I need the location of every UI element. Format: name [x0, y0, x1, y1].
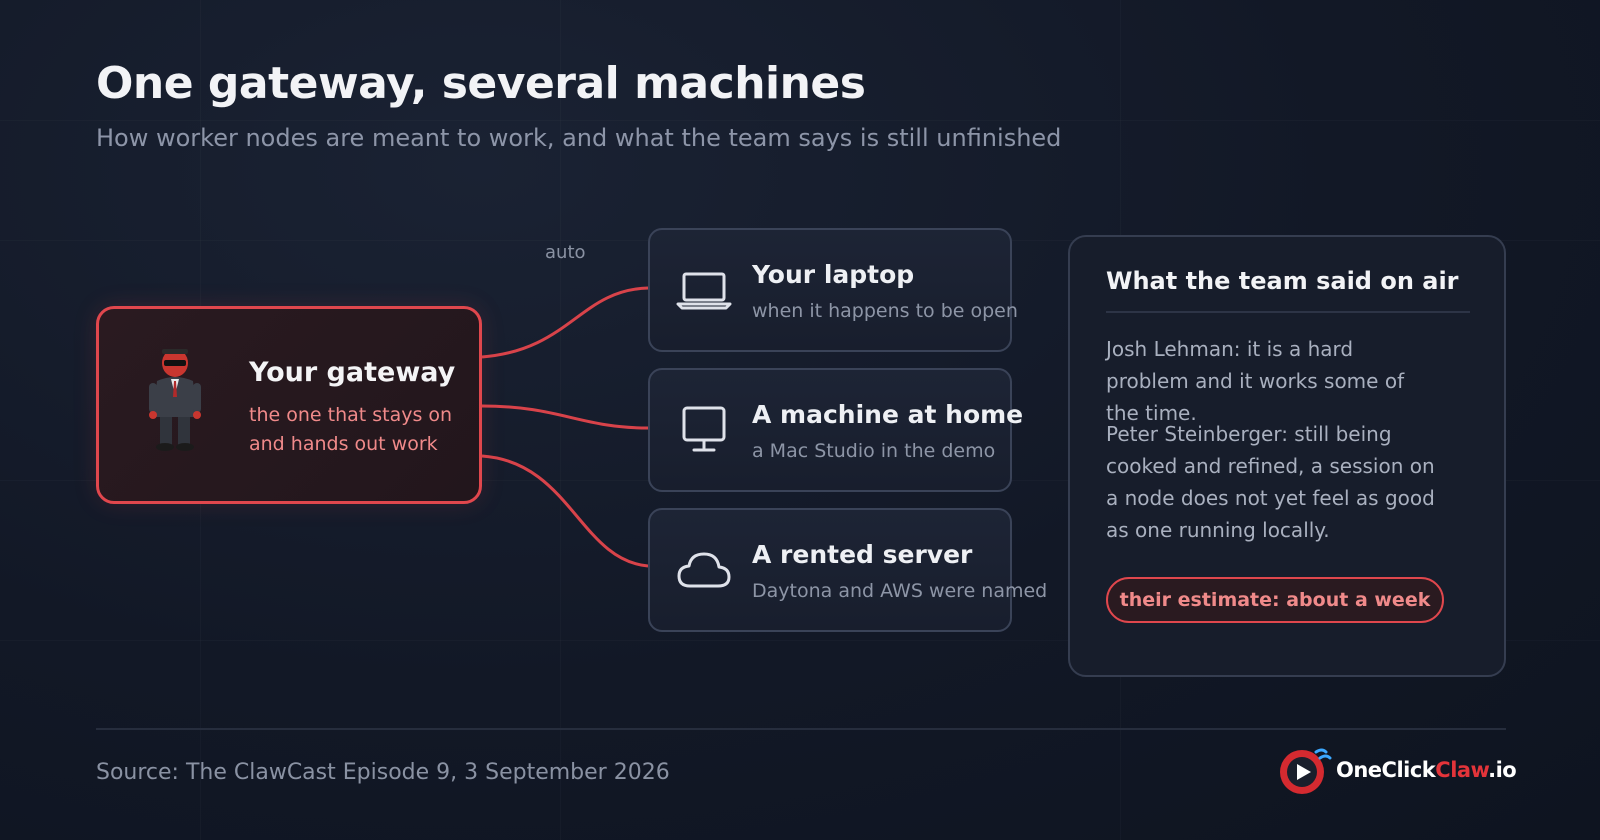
node-card-server: A rented server Daytona and AWS were nam… [648, 508, 1047, 632]
logo-wordmark: OneClickClaw.io [1336, 758, 1517, 782]
logo-claw-icon [1280, 748, 1332, 794]
node-description: a Mac Studio in the demo [752, 440, 996, 462]
monitor-icon [682, 406, 726, 452]
node-title: A rented server [752, 540, 973, 569]
gateway-description: the one that stays on and hands out work [249, 404, 453, 455]
logo-text-part: .io [1488, 758, 1517, 782]
connector-home [481, 404, 649, 430]
gateway-title: Your gateway [249, 357, 456, 388]
quote-card-divider [1106, 311, 1470, 313]
gateway-card: Your gateway the one that stays on and h… [96, 306, 482, 504]
quote-card-title: What the team said on air [1106, 267, 1459, 295]
background-gridline [0, 120, 1600, 121]
page-title: One gateway, several machines [96, 58, 866, 109]
logo-text-part: OneClick [1336, 758, 1436, 782]
node-description: Daytona and AWS were named [752, 580, 1048, 602]
brand-logo: OneClickClaw.io [1276, 742, 1517, 798]
connector-server [481, 454, 649, 568]
quote-card: What the team said on air Josh Lehman: i… [1068, 235, 1506, 677]
node-title: Your laptop [752, 260, 915, 289]
footer-divider [96, 728, 1506, 730]
quote-peter-steinberger: Peter Steinberger: still being cooked an… [1106, 422, 1435, 542]
node-card-laptop: Your laptop when it happens to be open [648, 228, 1018, 352]
connector-label-auto: auto [545, 242, 586, 263]
node-description: when it happens to be open [752, 300, 1018, 322]
connector-laptop [481, 286, 649, 359]
cloud-icon [677, 552, 731, 588]
logo-text-part: Claw [1435, 758, 1489, 782]
node-card-home: A machine at home a Mac Studio in the de… [648, 368, 1023, 492]
source-citation: Source: The ClawCast Episode 9, 3 Septem… [96, 760, 670, 785]
estimate-badge: their estimate: about a week [1106, 577, 1444, 623]
node-title: A machine at home [752, 400, 1024, 429]
quote-josh-lehman: Josh Lehman: it is a hard problem and it… [1106, 337, 1405, 425]
page-subtitle: How worker nodes are meant to work, and … [96, 124, 1062, 152]
mascot-icon [149, 349, 201, 451]
laptop-icon [676, 272, 732, 310]
